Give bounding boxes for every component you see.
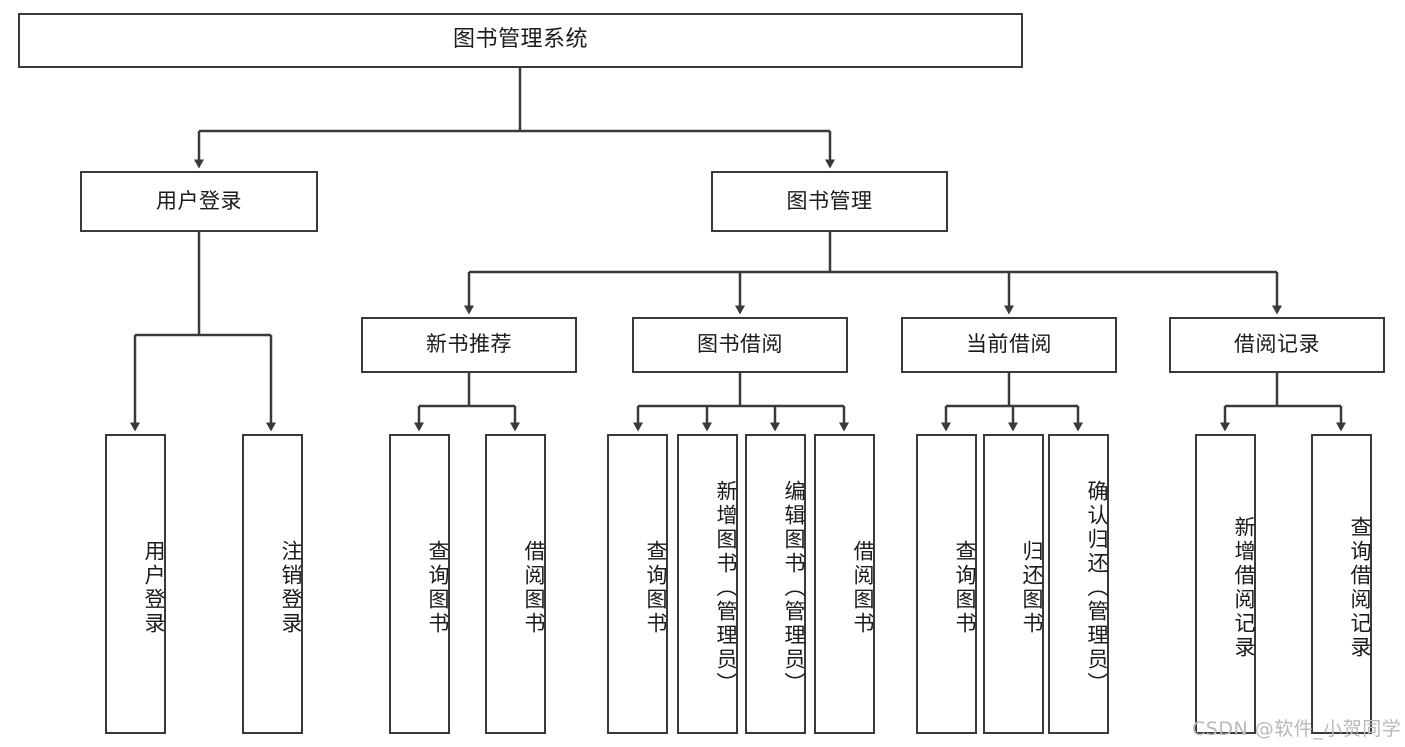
node-label: 新书推荐 (426, 332, 512, 357)
node-label: 当前借阅 (966, 332, 1052, 357)
node-label: 确认归还（管理员） (1085, 480, 1109, 696)
node-borrow-record[interactable]: 借阅记录 (1169, 317, 1385, 373)
leaf-borrow-book-2[interactable]: 借阅图书 (814, 434, 875, 734)
node-label: 查询图书 (644, 540, 668, 636)
node-label: 编辑图书（管理员） (782, 480, 806, 696)
leaf-borrow-book-1[interactable]: 借阅图书 (485, 434, 546, 734)
node-new-book-recommend[interactable]: 新书推荐 (361, 317, 577, 373)
node-book-manage[interactable]: 图书管理 (711, 171, 948, 232)
node-label: 新增图书（管理员） (714, 480, 738, 696)
leaf-add-book[interactable]: 新增图书（管理员） (677, 434, 738, 734)
node-label: 借阅记录 (1234, 332, 1320, 357)
leaf-add-record[interactable]: 新增借阅记录 (1195, 434, 1256, 734)
node-label: 查询借阅记录 (1348, 516, 1372, 660)
leaf-query-record[interactable]: 查询借阅记录 (1311, 434, 1372, 734)
leaf-edit-book[interactable]: 编辑图书（管理员） (745, 434, 806, 734)
leaf-query-book-2[interactable]: 查询图书 (607, 434, 668, 734)
node-label: 查询图书 (426, 540, 450, 636)
node-current-borrow[interactable]: 当前借阅 (901, 317, 1117, 373)
node-root[interactable]: 图书管理系统 (18, 13, 1023, 68)
watermark-text: CSDN @软件_小贺同学 (1192, 718, 1402, 740)
node-label: 图书管理 (786, 188, 873, 213)
node-label: 归还图书 (1020, 540, 1044, 636)
node-label: 新增借阅记录 (1232, 516, 1256, 660)
node-label: 用户登录 (156, 188, 242, 213)
node-label: 图书借阅 (697, 332, 783, 357)
leaf-query-book-3[interactable]: 查询图书 (916, 434, 977, 734)
node-user-login[interactable]: 用户登录 (80, 171, 318, 232)
node-label: 图书管理系统 (452, 27, 588, 53)
node-book-borrow[interactable]: 图书借阅 (632, 317, 848, 373)
node-label: 注销登录 (279, 540, 303, 636)
leaf-return-book[interactable]: 归还图书 (983, 434, 1044, 734)
leaf-logout[interactable]: 注销登录 (242, 434, 303, 734)
node-label: 借阅图书 (851, 540, 875, 636)
node-label: 用户登录 (142, 540, 166, 636)
leaf-user-login[interactable]: 用户登录 (105, 434, 166, 734)
node-label: 借阅图书 (522, 540, 546, 636)
leaf-confirm-return[interactable]: 确认归还（管理员） (1048, 434, 1109, 734)
node-label: 查询图书 (953, 540, 977, 636)
leaf-query-book-1[interactable]: 查询图书 (389, 434, 450, 734)
